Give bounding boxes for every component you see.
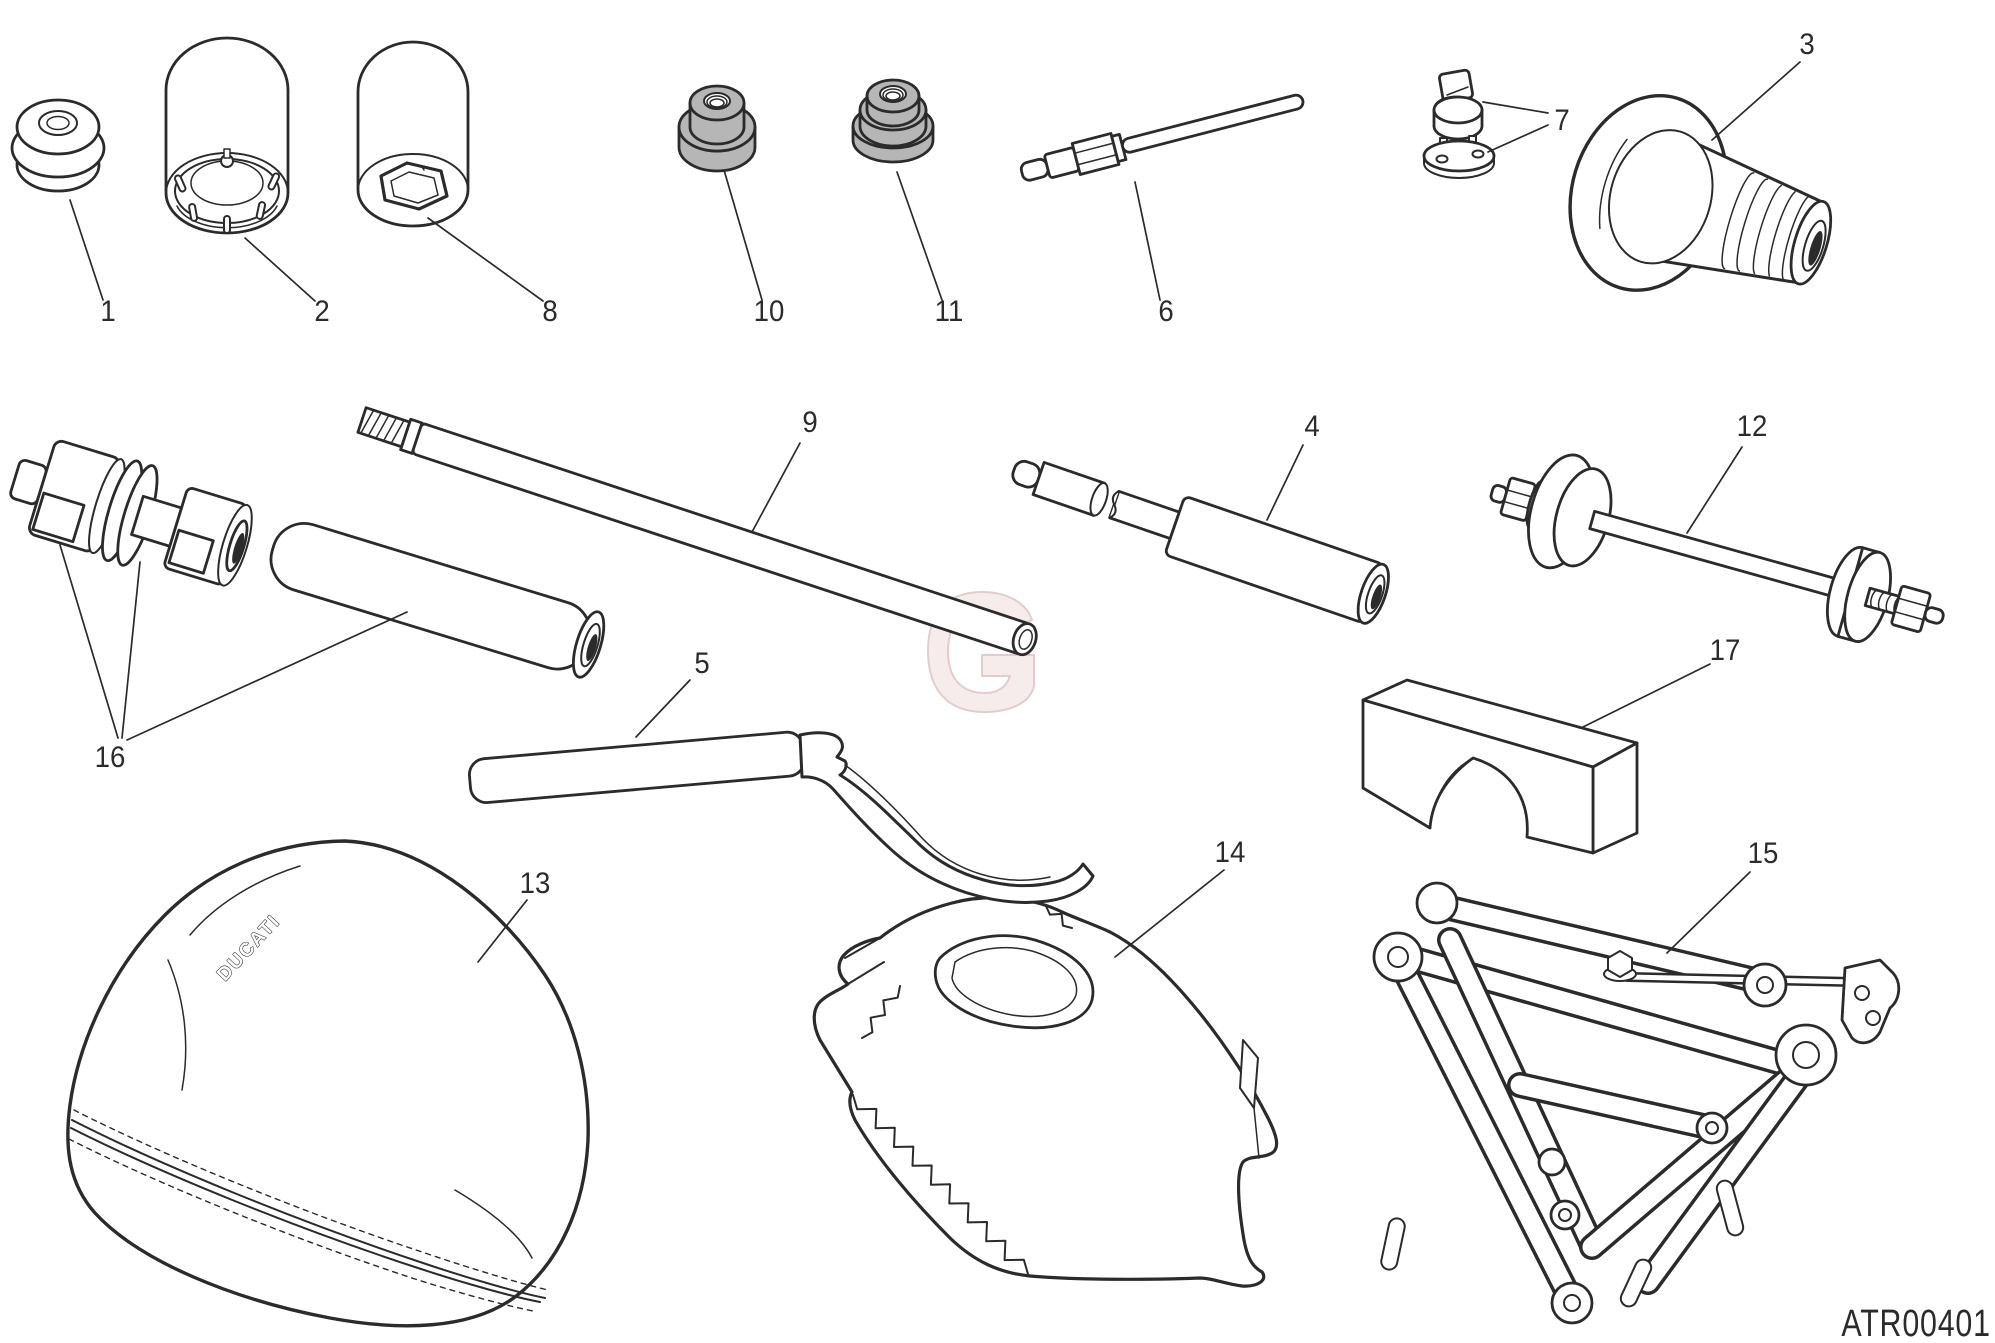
leader-line-7a xyxy=(1482,101,1549,114)
callout-15: 15 xyxy=(1747,837,1779,870)
part-13-seat-cover: DUCATI xyxy=(66,839,590,1328)
part-6-pin-rod xyxy=(1019,93,1305,182)
leader-line-4 xyxy=(1266,444,1304,521)
part-10-threaded-bush xyxy=(677,84,757,173)
part-5-hook-wrench xyxy=(468,730,1095,904)
callout-8: 8 xyxy=(542,295,558,328)
part-8-hex-socket-tool xyxy=(356,40,470,228)
part-14-tank-cover xyxy=(812,896,1279,1288)
callout-2: 2 xyxy=(314,295,330,328)
leader-line-5 xyxy=(635,679,691,738)
leader-line-9 xyxy=(751,442,801,533)
callout-17: 17 xyxy=(1709,634,1741,667)
leader-line-16c xyxy=(126,611,408,741)
leader-line-7b xyxy=(1487,124,1549,153)
part-2-bearing-driver-cup xyxy=(164,36,290,235)
part-15-frame-stand xyxy=(1372,881,1901,1325)
leader-line-10 xyxy=(723,169,763,301)
callout-14: 14 xyxy=(1214,836,1246,869)
part-16-bearing-puller-spindle xyxy=(9,439,253,587)
callout-3: 3 xyxy=(1799,28,1815,61)
callout-12: 12 xyxy=(1736,410,1768,443)
leader-lines xyxy=(59,61,1801,963)
leader-line-16b xyxy=(121,561,141,739)
part-12-puller-shaft xyxy=(1489,453,1945,643)
callout-4: 4 xyxy=(1304,410,1320,443)
callout-9: 9 xyxy=(802,406,818,439)
callout-16: 16 xyxy=(94,741,126,774)
leader-line-1 xyxy=(69,199,104,301)
callout-6: 6 xyxy=(1158,295,1174,328)
part-16-spacer-tube xyxy=(269,522,606,679)
leader-line-16a xyxy=(59,544,119,739)
callout-7: 7 xyxy=(1554,104,1570,137)
leader-line-12 xyxy=(1686,446,1743,534)
part-11-threaded-bush xyxy=(851,78,935,164)
part-7-drive-adapter xyxy=(1422,68,1496,179)
part-4-drift-punch xyxy=(1011,459,1390,625)
leader-line-14 xyxy=(1114,869,1225,958)
callout-11: 11 xyxy=(934,295,964,328)
part-1-cap-bushing xyxy=(10,98,106,193)
leader-line-15 xyxy=(1666,871,1751,954)
callout-1: 1 xyxy=(100,295,116,328)
part-9-shaft-rod xyxy=(356,406,1038,657)
part-17-support-block xyxy=(1361,678,1639,855)
leader-line-6 xyxy=(1134,181,1161,301)
callout-10: 10 xyxy=(753,295,785,328)
drawing-code: ATR00401 xyxy=(1841,1303,1991,1343)
callout-5: 5 xyxy=(694,647,710,680)
leader-line-3 xyxy=(1711,61,1801,141)
leader-line-13 xyxy=(477,899,528,963)
callout-13: 13 xyxy=(519,867,551,900)
leader-line-2 xyxy=(244,237,316,302)
leader-line-11 xyxy=(896,171,943,301)
part-3-threaded-flange-hub xyxy=(1568,94,1833,292)
leader-line-17 xyxy=(1582,663,1711,728)
leader-line-8 xyxy=(427,217,544,302)
